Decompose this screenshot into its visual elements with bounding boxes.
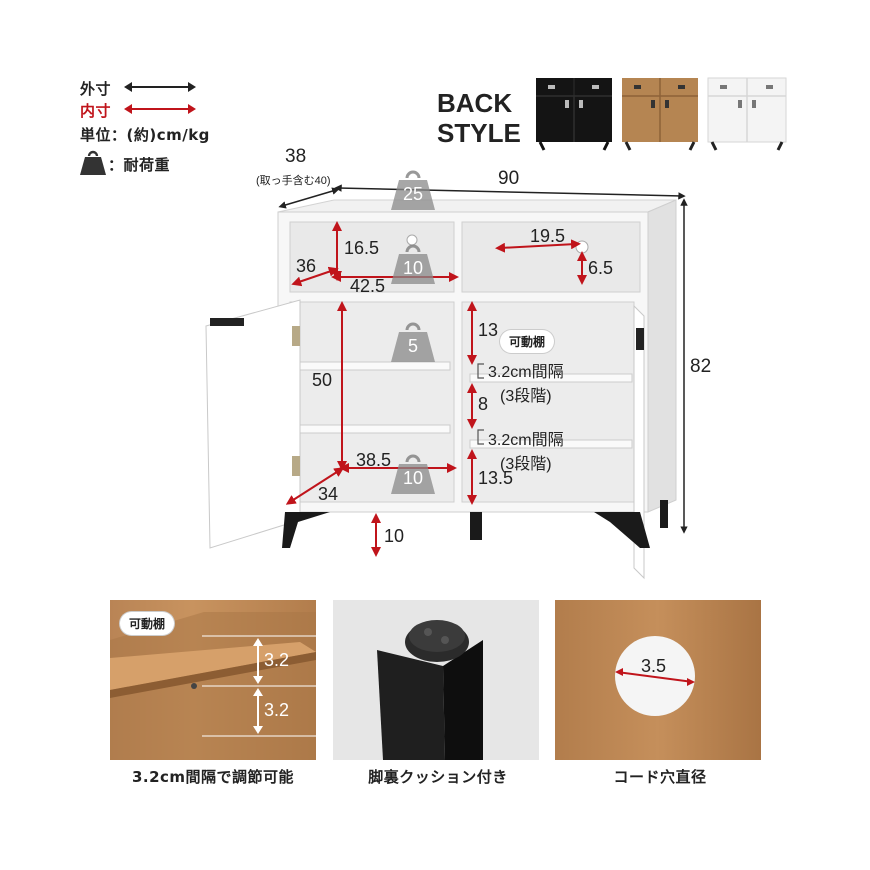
left-door-handle	[210, 318, 244, 326]
width-outer-label: 90	[498, 168, 520, 189]
panel1-dim2: 3.2	[264, 700, 290, 720]
left-d-arrow	[285, 467, 345, 505]
leg-center	[470, 512, 482, 540]
panel1-movable-tag: 可動棚	[120, 612, 175, 635]
cabinet-diagram	[205, 184, 688, 580]
depth-note-label: (取っ手含む40)	[256, 175, 331, 187]
upper-inner-d-label: 36	[296, 256, 317, 276]
left-hinge-top	[292, 326, 300, 346]
shelf-step1-label: 3.2cm間隔	[488, 364, 564, 381]
variant-white-thumbnail	[707, 77, 787, 151]
movable-shelf-tag: 可動棚	[500, 330, 555, 353]
cord-h-label: 6.5	[588, 258, 614, 278]
right-top-h-label: 13	[478, 320, 499, 340]
legend-outer-label: 外寸	[80, 80, 112, 98]
panel2-caption: 脚裏クッション付き	[368, 768, 508, 786]
weight-icon	[391, 454, 435, 494]
shelf-step2-bracket	[477, 429, 484, 445]
leg-front-left	[282, 512, 330, 548]
cord-hole	[575, 240, 589, 254]
upper-inner-w-label: 42.5	[350, 276, 386, 296]
load-upper-value: 10	[402, 258, 424, 278]
panel-cord-hole: 3.5	[555, 600, 761, 760]
legend-outer: 外寸	[80, 78, 111, 99]
cord-w-label: 19.5	[530, 226, 566, 246]
weight-icon	[391, 170, 435, 210]
leg-back-right	[660, 500, 668, 528]
panel1-dim1: 3.2	[264, 650, 290, 670]
load-upper: 10	[390, 240, 436, 286]
legend-unit: 単位：(約)cm/kg	[80, 126, 210, 144]
leg-cushion-illustration	[377, 620, 483, 760]
depth-arrow	[278, 187, 340, 209]
load-top: 25	[390, 166, 436, 212]
load-left-shelf: 5	[390, 318, 436, 364]
cabinet-top-face	[277, 199, 677, 213]
weight-icon	[391, 322, 435, 362]
right-shelf-1	[469, 373, 633, 383]
right-bot-h-label: 13.5	[478, 468, 514, 488]
back-style-title: BACK STYLE	[437, 88, 521, 148]
shelf-step1-bracket	[477, 363, 484, 379]
variant-black-thumbnail	[536, 78, 612, 151]
load-bottom: 10	[390, 450, 436, 496]
weight-icon	[80, 150, 106, 175]
leg-h-label: 10	[384, 526, 405, 546]
right-shelf-2	[469, 439, 633, 449]
weight-icon	[391, 244, 435, 284]
load-bottom-value: 10	[402, 468, 424, 488]
legend-outer-arrow	[124, 82, 196, 92]
panel-leg-cushion	[333, 600, 539, 760]
cabinet-right-side	[647, 199, 677, 513]
right-door	[633, 304, 645, 580]
shelf-step1-note: (3段階)	[500, 388, 552, 405]
left-shelf-2	[299, 424, 451, 434]
back-style-line2: STYLE	[437, 118, 521, 148]
left-hinge-bottom	[292, 456, 300, 476]
right-door-handle	[636, 328, 644, 350]
shelf-step2-label: 3.2cm間隔	[488, 432, 564, 449]
legend-inner: 内寸	[80, 100, 111, 121]
panel3-caption: コード穴直径	[613, 768, 707, 786]
legend-load: ：耐荷重	[108, 156, 171, 174]
depth-outer-label: 38	[285, 146, 307, 167]
right-mid-h-label: 8	[478, 394, 489, 414]
upper-right-compartment	[461, 221, 641, 293]
cord-w-arrow	[495, 239, 581, 253]
legend-inner-label: 内寸	[80, 102, 112, 120]
left-inner-h-label: 50	[312, 370, 333, 390]
width-arrow	[334, 184, 686, 200]
shelf-step2-note: (3段階)	[500, 456, 552, 473]
back-style-line1: BACK	[437, 88, 513, 118]
panel1-caption: 3.2cm間隔で調節可能	[131, 768, 295, 786]
height-outer-label: 82	[690, 356, 712, 377]
upper-inner-h-label: 16.5	[344, 238, 380, 258]
cord-hole-illustration	[615, 636, 695, 716]
left-door	[205, 299, 301, 549]
variant-wood-thumbnail	[622, 78, 698, 151]
legend-inner-arrow	[124, 104, 196, 114]
leg-front-right	[594, 512, 650, 548]
shelf-adjust-illustration	[110, 612, 316, 760]
panel3-dim: 3.5	[641, 656, 667, 676]
left-inner-d-label: 34	[318, 484, 339, 504]
load-left-shelf-value: 5	[407, 336, 418, 356]
load-top-value: 25	[402, 184, 424, 204]
upper-d-arrow	[291, 266, 339, 287]
left-inner-w-label: 38.5	[356, 450, 392, 470]
panel-shelf-adjust: 可動棚 3.2 3.2	[110, 600, 316, 760]
